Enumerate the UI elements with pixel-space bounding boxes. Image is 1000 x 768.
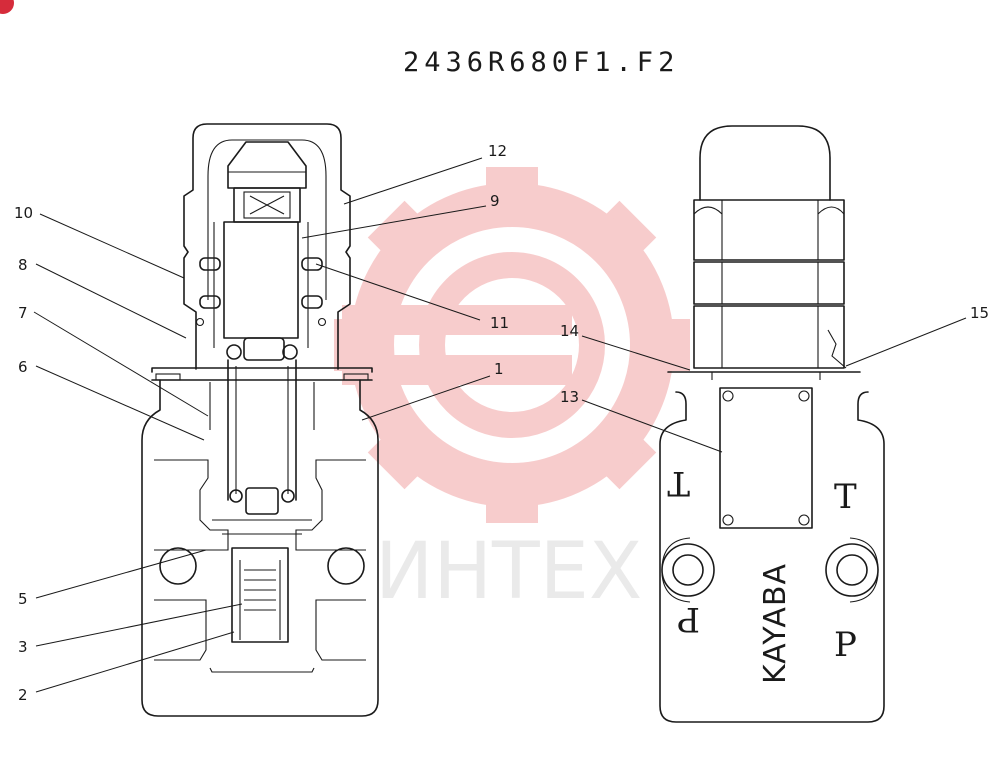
callout-5: 5 [18, 590, 28, 608]
external-view: T T P P KAYABA [659, 125, 885, 723]
callout-15: 15 [970, 304, 989, 322]
callout-8: 8 [18, 256, 28, 274]
callout-14: 14 [560, 322, 579, 340]
port-label-p-right: P [834, 625, 857, 665]
port-label-p-left: P [677, 599, 700, 639]
callout-10: 10 [14, 204, 33, 222]
port-label-t-right: T [834, 477, 857, 517]
callout-3: 3 [18, 638, 28, 656]
callout-2: 2 [18, 686, 28, 704]
callout-1: 1 [494, 360, 504, 378]
page-title: 2436R680F1.F2 [403, 47, 679, 78]
watermark-logo: ИНТЕХ [334, 167, 690, 617]
callouts: 12 9 11 10 8 7 6 1 5 3 2 14 13 15 [14, 142, 989, 704]
callout-6: 6 [18, 358, 28, 376]
section-view [141, 123, 379, 717]
callout-9: 9 [490, 192, 500, 210]
callout-13: 13 [560, 388, 579, 406]
callout-11: 11 [490, 314, 509, 332]
callout-12: 12 [488, 142, 507, 160]
brand-marking: KAYABA [758, 563, 793, 684]
watermark-text: ИНТЕХ [375, 527, 642, 617]
port-label-t-top: T [667, 463, 690, 503]
corner-badge-icon [0, 0, 14, 14]
callout-7: 7 [18, 304, 28, 322]
